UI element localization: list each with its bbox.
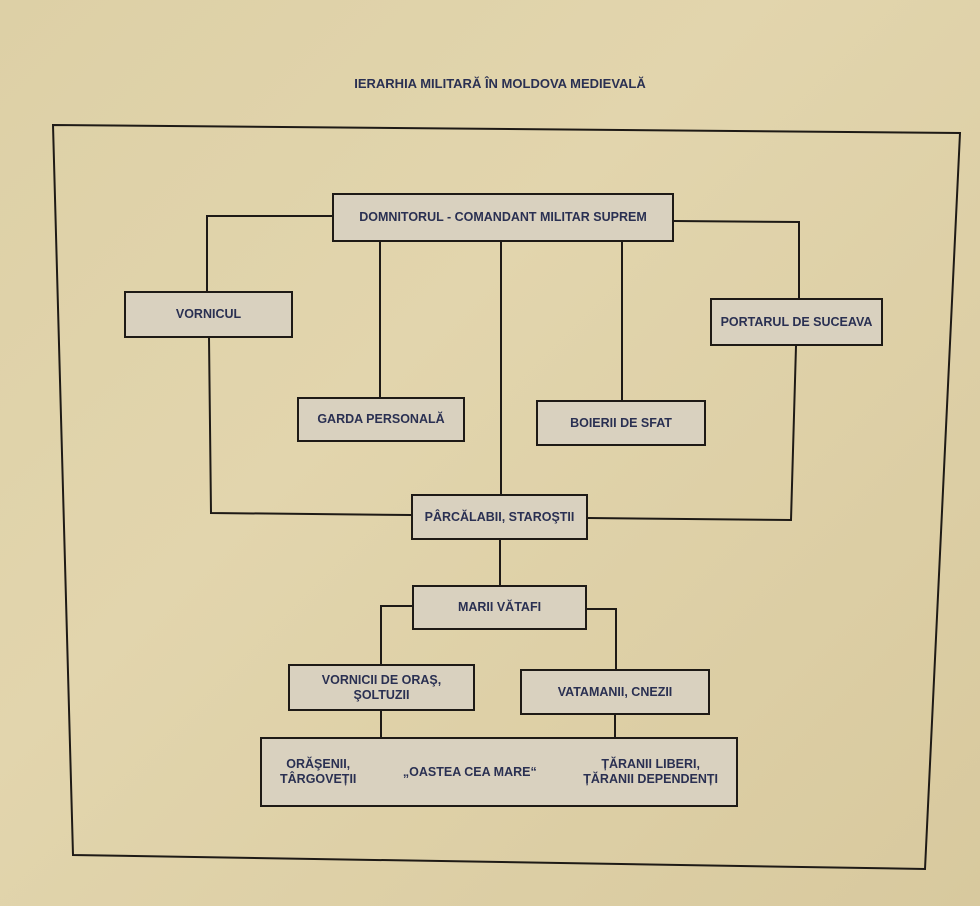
node-parcalabii: PÂRCĂLABII, STAROŞTII [411,494,588,540]
node-label: DOMNITORUL - COMANDANT MILITAR SUPREM [359,210,647,224]
taranii-group: ȚĂRANII LIBERI, ȚĂRANII DEPENDENȚI [583,757,718,787]
node-marii-vatafi: MARII VĂTAFI [412,585,587,630]
node-label: GARDA PERSONALĂ [317,412,445,426]
node-label-line2: ŞOLTUZII [353,687,410,702]
node-garda: GARDA PERSONALĂ [297,397,465,442]
taranii-line1: ȚĂRANII LIBERI, [601,757,700,771]
node-vornicii-oras: VORNICII DE ORAŞ, ŞOLTUZII [288,664,475,711]
node-domnitorul: DOMNITORUL - COMANDANT MILITAR SUPREM [332,193,674,242]
diagram-title: IERARHIA MILITARĂ ÎN MOLDOVA MEDIEVALĂ [354,76,646,91]
oastea-label: „OASTEA CEA MARE“ [402,764,537,779]
taranii-line2: ȚĂRANII DEPENDENȚI [583,772,718,786]
node-label: PORTARUL DE SUCEAVA [720,314,873,329]
node-label: VATAMANII, CNEZII [557,684,673,699]
node-vatamanii: VATAMANII, CNEZII [520,669,710,715]
node-label: PÂRCĂLABII, STAROŞTII [424,509,575,524]
orasenii-group: ORĂŞENII, TÂRGOVEȚII [280,757,356,787]
node-label: BOIERII DE SFAT [570,415,672,430]
orasenii-line2: TÂRGOVEȚII [280,772,357,786]
node-portarul: PORTARUL DE SUCEAVA [710,298,883,346]
outer-frame [51,123,962,871]
node-boierii: BOIERII DE SFAT [536,400,706,446]
node-label: VORNICUL [175,307,242,321]
node-oastea-cea-mare: ORĂŞENII, TÂRGOVEȚII „OASTEA CEA MARE“ Ț… [260,737,738,807]
node-vornicul: VORNICUL [124,291,293,338]
node-label-line1: VORNICII DE ORAŞ, [321,672,442,687]
node-label: MARII VĂTAFI [457,600,542,614]
orasenii-line1: ORĂŞENII, [286,757,351,771]
